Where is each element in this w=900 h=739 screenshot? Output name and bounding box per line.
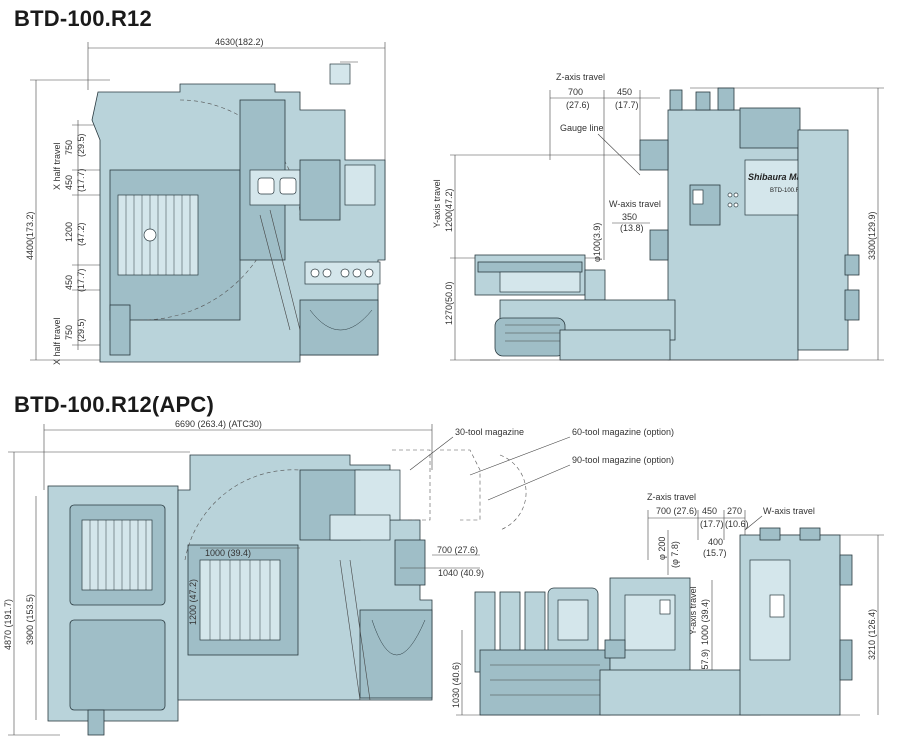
z-700: 700	[568, 87, 583, 97]
apc-h-1030: 1030 (40.6)	[451, 662, 461, 708]
title-model-apc: BTD-100.R12(APC)	[14, 392, 215, 417]
height-1270: 1270(50.0)	[444, 281, 454, 325]
side-view-drawing: Z-axis travel 700 (27.6) 450 (17.7) Gaug…	[432, 72, 884, 361]
model-plate: BTD-100.R12	[770, 188, 807, 194]
z-450: 450	[617, 87, 632, 97]
y-axis-travel-label: Y-axis travel	[432, 179, 442, 228]
apc-w-axis-travel-label: W-axis travel	[763, 506, 815, 516]
top-width-label: 4630(182.2)	[215, 37, 264, 47]
w-axis-travel-label: W-axis travel	[609, 199, 661, 209]
y-1200: 1200(47.2)	[444, 188, 454, 232]
apc-dim-1040: 1040 (40.9)	[438, 568, 484, 578]
x-half-travel-bottom: X half travel	[52, 317, 62, 365]
apc-overall-height: 3210 (126.4)	[867, 609, 877, 660]
apc-z-270: 270	[727, 506, 742, 516]
dim-450-a: 450	[64, 175, 74, 190]
title-model: BTD-100.R12	[14, 6, 152, 31]
apc-z-700: 700 (27.6)	[656, 506, 697, 516]
apc-side-view-drawing: Z-axis travel 700 (27.6) 450 (17.7) 270 …	[451, 492, 884, 716]
gauge-line-label: Gauge line	[560, 123, 604, 133]
apc-dim-700: 700 (27.6)	[437, 545, 478, 555]
dim-295-a: (29.5)	[76, 133, 86, 157]
dim-750-b: 750	[64, 325, 74, 340]
apc-pallet-depth-label: 1200 (47.2)	[188, 579, 198, 625]
dim-177-b: (17.7)	[76, 268, 86, 292]
dim-750-a: 750	[64, 140, 74, 155]
dim-450-b: 450	[64, 275, 74, 290]
z-450-in: (17.7)	[615, 100, 639, 110]
dim-295-b: (29.5)	[76, 318, 86, 342]
apc-w-400-in: (15.7)	[703, 548, 727, 558]
z-axis-travel-label: Z-axis travel	[556, 72, 605, 82]
magazine-90-label: 90-tool magazine (option)	[572, 455, 674, 465]
apc-y-1000: 1000 (39.4)	[700, 599, 710, 645]
apc-depth-label: 4870 (191.7)	[3, 599, 13, 650]
w-350: 350	[622, 212, 637, 222]
apc-pallet-label: 1000 (39.4)	[205, 548, 251, 558]
apc-spindle-200: φ 200	[657, 537, 667, 560]
dim-472: (47.2)	[76, 222, 86, 246]
spindle-dia-label: φ100(3.9)	[592, 223, 602, 262]
apc-z-450: 450	[702, 506, 717, 516]
dim-1200: 1200	[64, 222, 74, 242]
dim-177-a: (17.7)	[76, 168, 86, 192]
overall-height: 3300(129.9)	[867, 211, 877, 260]
w-350-in: (13.8)	[620, 223, 644, 233]
apc-z-axis-travel-label: Z-axis travel	[647, 492, 696, 502]
apc-w-400: 400	[708, 537, 723, 547]
z-700-in: (27.6)	[566, 100, 590, 110]
x-half-travel-top: X half travel	[52, 142, 62, 190]
apc-width-label: 6690 (263.4) (ATC30)	[175, 419, 262, 429]
apc-y-axis-travel-label: Y-axis travel	[688, 586, 698, 635]
magazine-60-label: 60-tool magazine (option)	[572, 427, 674, 437]
magazine-30-label: 30-tool magazine	[455, 427, 524, 437]
top-depth-label: 4400(173.2)	[25, 211, 35, 260]
apc-z-270-in: (10.6)	[725, 519, 749, 529]
top-view-drawing: 4630(182.2) 4400(173.2) X half travel X …	[25, 37, 386, 365]
apc-spindle-200-in: (φ 7.8)	[670, 541, 680, 568]
apc-inner-depth-label: 3900 (153.5)	[25, 594, 35, 645]
brand-label: Shibaura Machine	[748, 172, 825, 182]
apc-top-view-drawing: 6690 (263.4) (ATC30) 4870 (191.7) 3900 (…	[3, 419, 674, 736]
apc-z-450-in: (17.7)	[700, 519, 724, 529]
